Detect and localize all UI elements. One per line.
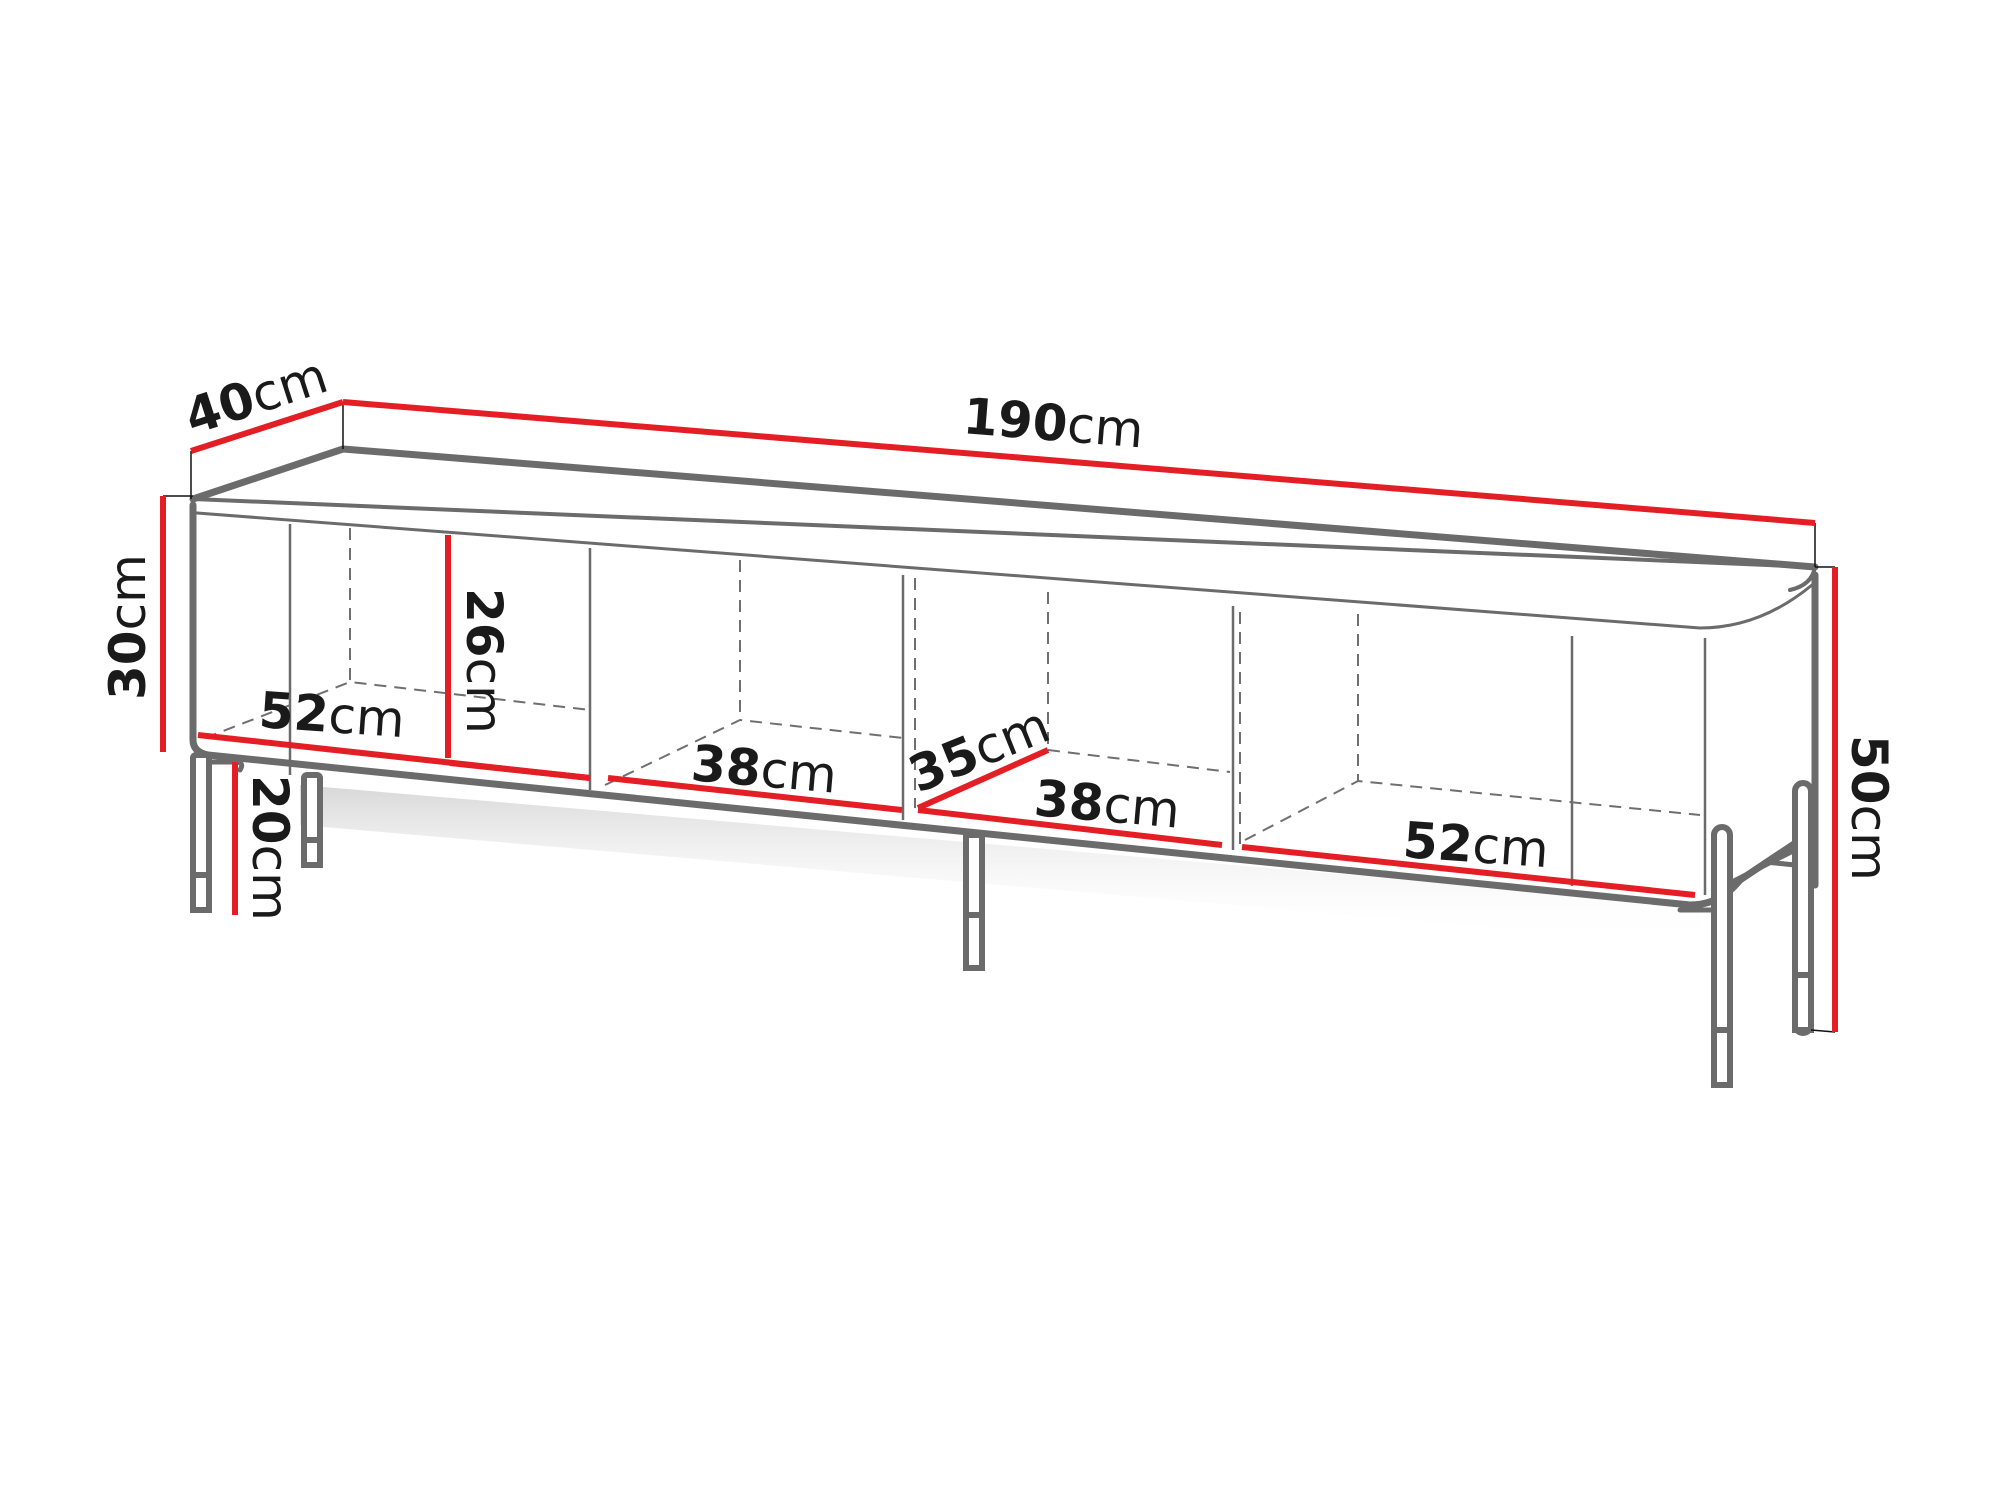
label-leg-height: 20cm: [241, 775, 299, 921]
dim-line-inner-depth: [916, 747, 1050, 811]
cabinet-top: [163, 402, 1835, 630]
dimension-lines: [160, 399, 1838, 1032]
cabinet-body: [189, 501, 1819, 909]
label-body-height: 30cm: [99, 554, 157, 700]
dim-line-right-compartment: [1241, 844, 1696, 898]
dim-line-depth: [190, 399, 344, 454]
label-left-compartment: 52cm: [257, 681, 406, 749]
label-inner-height: 26cm: [455, 588, 513, 734]
dim-line-center-left: [607, 775, 903, 813]
label-inner-depth: 35cm: [901, 696, 1058, 804]
label-center-right: 38cm: [1032, 769, 1182, 839]
cabinet-shadow: [300, 785, 1700, 945]
dimension-labels: 40cm 190cm 30cm 26cm 20cm 50cm 52cm 38cm…: [99, 346, 1898, 921]
label-center-left: 38cm: [689, 734, 839, 804]
label-total-height: 50cm: [1840, 735, 1898, 881]
dim-line-width: [342, 399, 1816, 526]
label-width: 190cm: [961, 387, 1146, 459]
dim-line-center-right: [917, 807, 1223, 848]
label-right-compartment: 52cm: [1401, 811, 1550, 879]
dim-line-left-compartment-b: [449, 760, 591, 781]
cabinet-legs: [190, 752, 1836, 1088]
